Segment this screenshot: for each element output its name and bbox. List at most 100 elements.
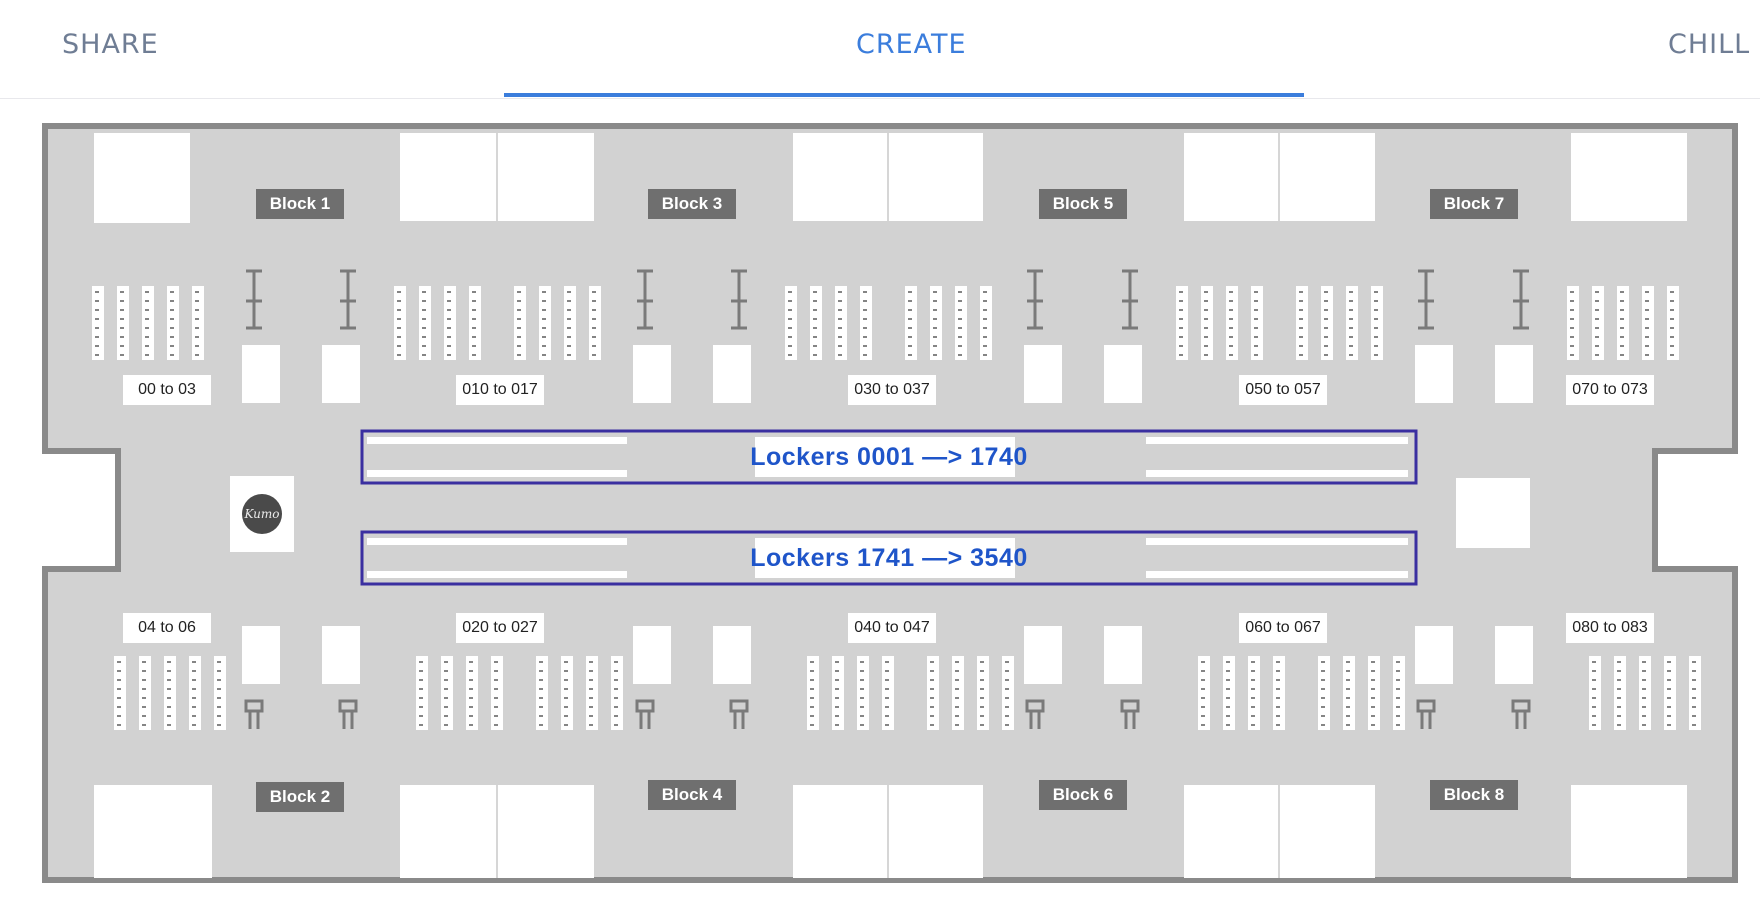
- block-7-label[interactable]: Block 7: [1430, 189, 1518, 219]
- top-tab-bar: SHARE CREATE CHILL: [0, 0, 1760, 99]
- desk: [1251, 286, 1263, 360]
- desk: [857, 656, 869, 730]
- desk: [1567, 286, 1579, 360]
- fixtures-top: [246, 269, 1529, 330]
- chair-fixture: [1027, 269, 1043, 330]
- desk: [514, 286, 526, 360]
- desk: [930, 286, 942, 360]
- desk: [1198, 656, 1210, 730]
- desk: [927, 656, 939, 730]
- meeting-pods-bottom: [242, 626, 1533, 684]
- chair-fixture: [731, 269, 747, 330]
- desk: [189, 656, 201, 730]
- desk: [977, 656, 989, 730]
- desk: [469, 286, 481, 360]
- desk: [564, 286, 576, 360]
- active-tab-indicator: [504, 93, 1304, 97]
- tab-share[interactable]: SHARE: [62, 29, 159, 60]
- chair-fixture: [1416, 699, 1436, 729]
- desk: [1002, 656, 1014, 730]
- desk: [139, 656, 151, 730]
- locker-bank-2: [360, 530, 1418, 586]
- chair-fixture: [244, 699, 264, 729]
- desk: [1639, 656, 1651, 730]
- desk: [1201, 286, 1213, 360]
- tab-chill[interactable]: CHILL: [1668, 29, 1751, 60]
- desk: [832, 656, 844, 730]
- desk: [810, 286, 822, 360]
- desk-range-010-017[interactable]: 010 to 017: [456, 375, 544, 405]
- desk: [835, 286, 847, 360]
- chair-fixture: [635, 699, 655, 729]
- desk: [1176, 286, 1188, 360]
- desk: [1343, 656, 1355, 730]
- desk-range-040-047[interactable]: 040 to 047: [848, 613, 936, 643]
- block-1-label[interactable]: Block 1: [256, 189, 344, 219]
- chair-fixture: [729, 699, 749, 729]
- desk: [1617, 286, 1629, 360]
- desk-range-050-057[interactable]: 050 to 057: [1239, 375, 1327, 405]
- block-4-label[interactable]: Block 4: [648, 780, 736, 810]
- chair-fixture: [246, 269, 262, 330]
- bottom-rooms: [94, 785, 1687, 878]
- desk: [561, 656, 573, 730]
- block-3-label[interactable]: Block 3: [648, 189, 736, 219]
- meeting-pods-top: [242, 345, 1533, 403]
- desk-range-080-083[interactable]: 080 to 083: [1566, 613, 1654, 643]
- desk: [441, 656, 453, 730]
- desk: [1296, 286, 1308, 360]
- desk: [1589, 656, 1601, 730]
- desk: [586, 656, 598, 730]
- chair-fixture: [1418, 269, 1434, 330]
- desk: [444, 286, 456, 360]
- desk: [952, 656, 964, 730]
- desk: [1223, 656, 1235, 730]
- block-5-label[interactable]: Block 5: [1039, 189, 1127, 219]
- chair-fixture: [340, 269, 356, 330]
- desk: [882, 656, 894, 730]
- desk-rows-top: [92, 286, 1679, 360]
- tab-create[interactable]: CREATE: [856, 29, 967, 60]
- chair-fixture: [338, 699, 358, 729]
- desk: [167, 286, 179, 360]
- desk: [419, 286, 431, 360]
- desk-range-00-03[interactable]: 00 to 03: [123, 375, 211, 405]
- kumo-logo: Kumo: [242, 494, 282, 534]
- desk-rows-bottom: [114, 656, 1701, 730]
- desk: [905, 286, 917, 360]
- desk: [164, 656, 176, 730]
- desk: [1318, 656, 1330, 730]
- desk: [142, 286, 154, 360]
- chair-fixture: [1122, 269, 1138, 330]
- desk-range-030-037[interactable]: 030 to 037: [848, 375, 936, 405]
- floor-plan-map: [42, 123, 1738, 883]
- desk: [1642, 286, 1654, 360]
- block-2-label[interactable]: Block 2: [256, 782, 344, 812]
- desk-range-060-067[interactable]: 060 to 067: [1239, 613, 1327, 643]
- desk-range-04-06[interactable]: 04 to 06: [123, 613, 211, 643]
- desk: [611, 656, 623, 730]
- desk: [1321, 286, 1333, 360]
- desk: [1248, 656, 1260, 730]
- lockers-0001-1740-label[interactable]: Lockers 0001 —> 1740: [750, 442, 1028, 471]
- block-8-label[interactable]: Block 8: [1430, 780, 1518, 810]
- desk: [394, 286, 406, 360]
- desk: [1273, 656, 1285, 730]
- desk-range-070-073[interactable]: 070 to 073: [1566, 375, 1654, 405]
- desk: [1664, 656, 1676, 730]
- desk: [1689, 656, 1701, 730]
- desk: [192, 286, 204, 360]
- block-6-label[interactable]: Block 6: [1039, 780, 1127, 810]
- desk: [539, 286, 551, 360]
- desk: [416, 656, 428, 730]
- lockers-1741-3540-label[interactable]: Lockers 1741 —> 3540: [750, 543, 1028, 572]
- desk: [536, 656, 548, 730]
- chair-fixture: [1025, 699, 1045, 729]
- desk: [955, 286, 967, 360]
- desk: [1614, 656, 1626, 730]
- desk: [491, 656, 503, 730]
- desk-range-020-027[interactable]: 020 to 027: [456, 613, 544, 643]
- chair-fixture: [1120, 699, 1140, 729]
- desk: [980, 286, 992, 360]
- desk: [92, 286, 104, 360]
